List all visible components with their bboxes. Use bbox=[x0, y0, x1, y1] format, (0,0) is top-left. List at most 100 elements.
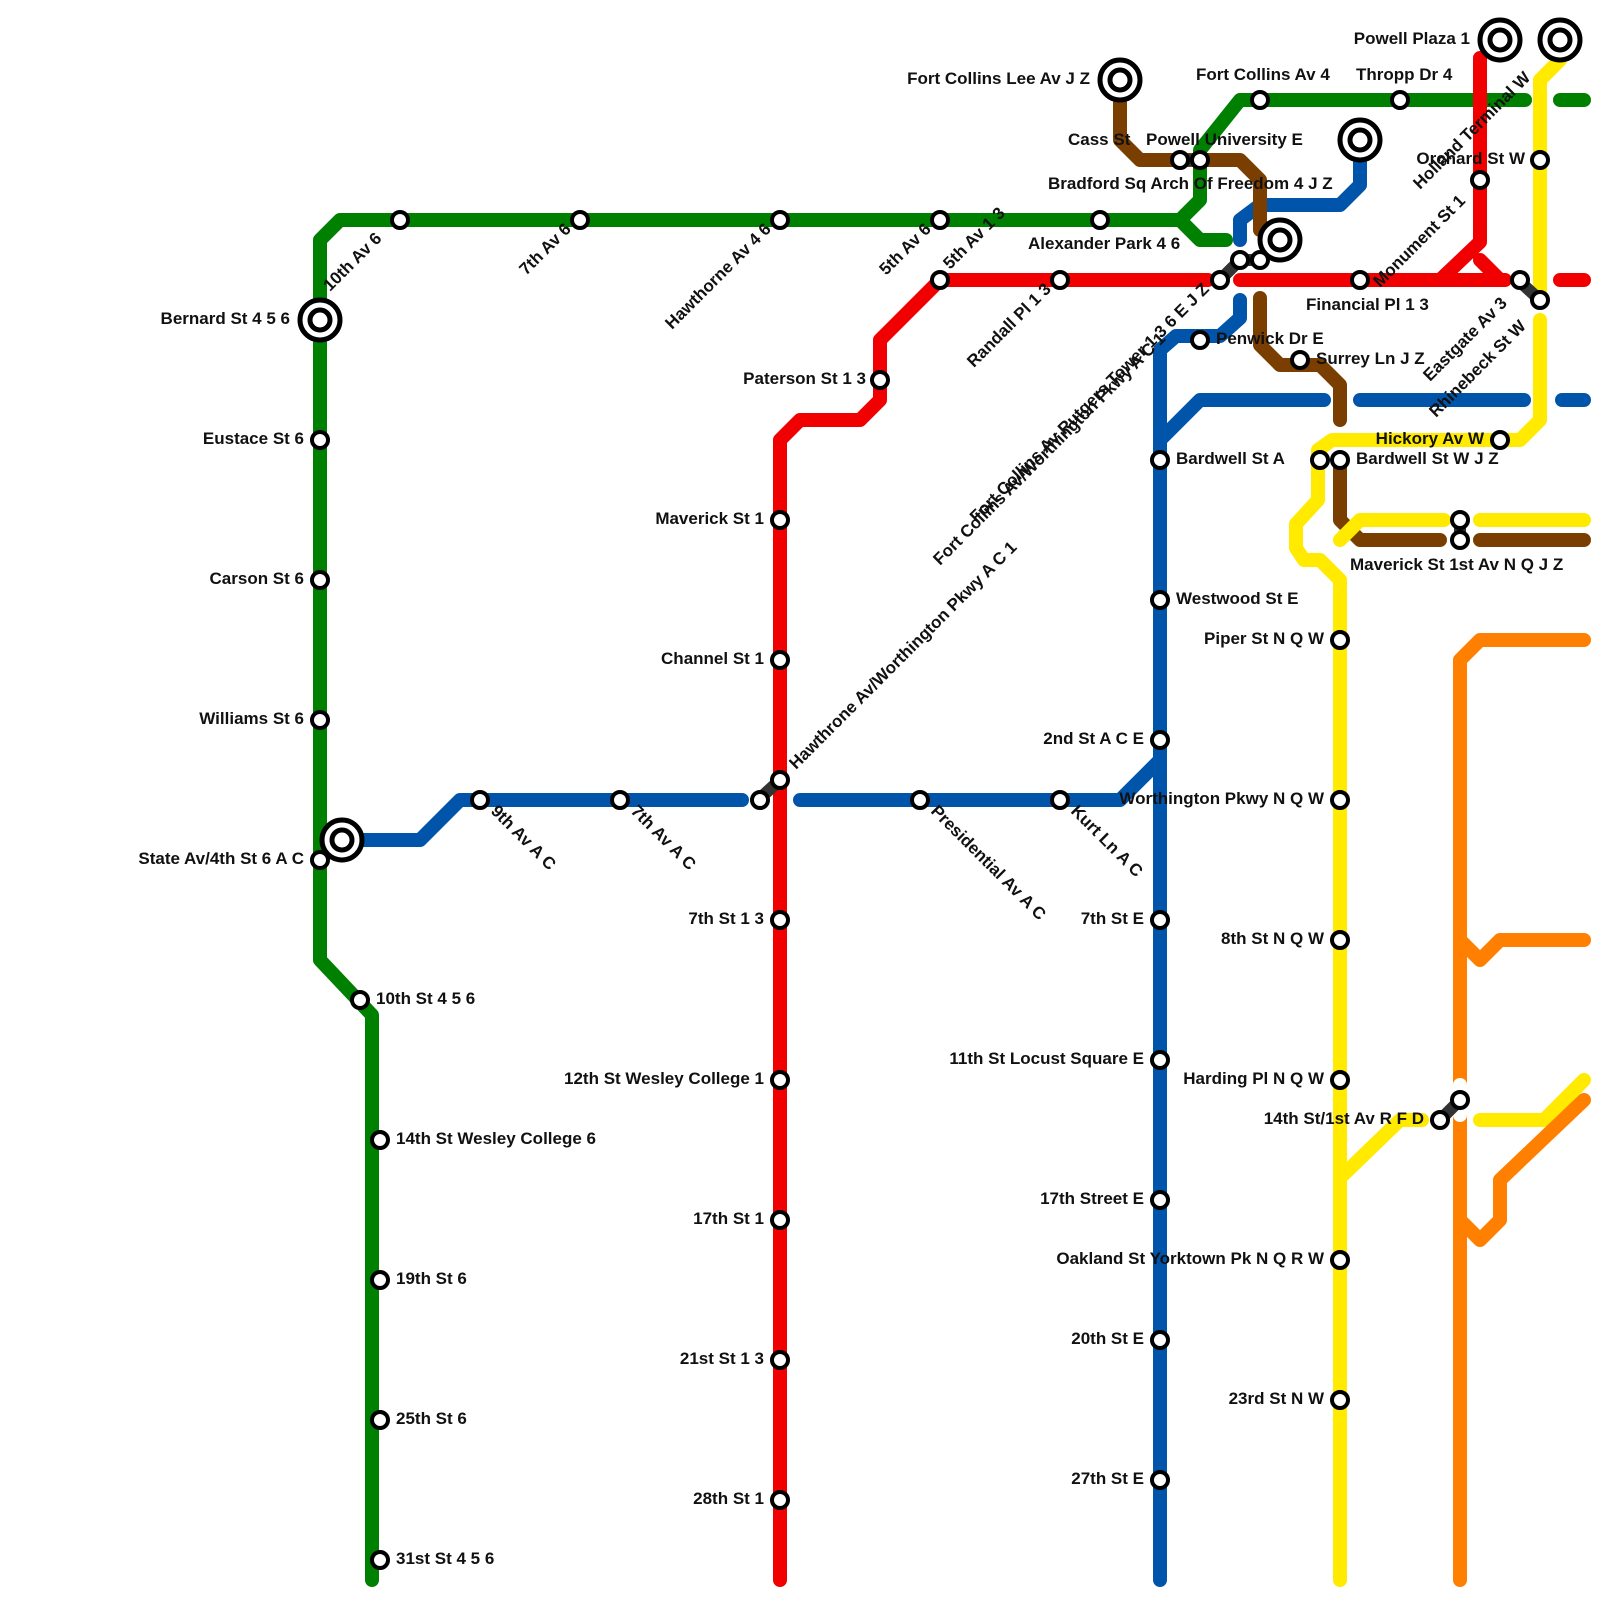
station[interactable] bbox=[930, 270, 950, 290]
station[interactable] bbox=[1150, 1470, 1170, 1490]
station[interactable] bbox=[310, 710, 330, 730]
station[interactable] bbox=[1290, 350, 1310, 370]
station-label: Oakland St Yorktown Pk N Q R W bbox=[1056, 1249, 1325, 1268]
station[interactable] bbox=[1330, 790, 1350, 810]
station[interactable] bbox=[1050, 790, 1070, 810]
station-label: 7th Av A C bbox=[627, 801, 699, 873]
station[interactable] bbox=[1250, 250, 1270, 270]
orange-line-branch-south bbox=[1453, 1093, 1591, 1247]
station[interactable] bbox=[1490, 430, 1510, 450]
terminal-station[interactable] bbox=[1337, 117, 1383, 163]
station-label: Hickory Av W bbox=[1376, 429, 1485, 448]
station[interactable] bbox=[770, 1070, 790, 1090]
station[interactable] bbox=[770, 650, 790, 670]
station-label: State Av/4th St 6 A C bbox=[138, 849, 304, 868]
terminal-station[interactable] bbox=[1257, 217, 1303, 263]
station[interactable] bbox=[1510, 270, 1530, 290]
station[interactable] bbox=[1150, 1190, 1170, 1210]
station-label: Bernard St 4 5 6 bbox=[161, 309, 290, 328]
station[interactable] bbox=[1170, 150, 1190, 170]
station-label: Bardwell St A bbox=[1176, 449, 1285, 468]
station[interactable] bbox=[930, 210, 950, 230]
station-label: 2nd St A C E bbox=[1043, 729, 1144, 748]
station-label: Worthington Pkwy N Q W bbox=[1119, 789, 1325, 808]
terminal-station[interactable] bbox=[297, 297, 343, 343]
station[interactable] bbox=[370, 1550, 390, 1570]
station[interactable] bbox=[1230, 250, 1250, 270]
station[interactable] bbox=[770, 1490, 790, 1510]
station-label: Channel St 1 bbox=[661, 649, 764, 668]
station[interactable] bbox=[1530, 150, 1550, 170]
station[interactable] bbox=[750, 790, 770, 810]
station[interactable] bbox=[1450, 510, 1470, 530]
station[interactable] bbox=[1330, 450, 1350, 470]
station[interactable] bbox=[1150, 590, 1170, 610]
station[interactable] bbox=[1250, 90, 1270, 110]
station[interactable] bbox=[1150, 910, 1170, 930]
station[interactable] bbox=[1430, 1110, 1450, 1130]
station[interactable] bbox=[1210, 270, 1230, 290]
blue-line-north bbox=[1233, 133, 1367, 247]
station[interactable] bbox=[1330, 930, 1350, 950]
station-label: 25th St 6 bbox=[396, 1409, 467, 1428]
station[interactable] bbox=[310, 850, 330, 870]
station-label: Hawthrone Av/Worthington Pkwy A C 1 bbox=[785, 538, 1020, 773]
station[interactable] bbox=[1150, 730, 1170, 750]
station[interactable] bbox=[1330, 1250, 1350, 1270]
station[interactable] bbox=[370, 1130, 390, 1150]
station-label: Fort Collins Av/Worthington Pkwy A C 1 bbox=[929, 329, 1169, 569]
station[interactable] bbox=[1350, 270, 1370, 290]
station[interactable] bbox=[1050, 270, 1070, 290]
station[interactable] bbox=[1470, 170, 1490, 190]
station[interactable] bbox=[1090, 210, 1110, 230]
station[interactable] bbox=[1330, 1390, 1350, 1410]
station[interactable] bbox=[370, 1270, 390, 1290]
station-label: 23rd St N W bbox=[1229, 1389, 1325, 1408]
station[interactable] bbox=[350, 990, 370, 1010]
terminal-station[interactable] bbox=[1477, 17, 1523, 63]
station[interactable] bbox=[570, 210, 590, 230]
station-label: 9th Av A C bbox=[487, 801, 559, 873]
station-label: Bardwell St W J Z bbox=[1356, 449, 1499, 468]
station[interactable] bbox=[1450, 1090, 1470, 1110]
station[interactable] bbox=[1330, 1070, 1350, 1090]
terminal-station[interactable] bbox=[319, 817, 365, 863]
station[interactable] bbox=[310, 570, 330, 590]
station[interactable] bbox=[770, 1210, 790, 1230]
station-label: Orchard St W bbox=[1416, 149, 1526, 168]
station[interactable] bbox=[910, 790, 930, 810]
station-label: Powell University E bbox=[1146, 130, 1303, 149]
station-label: 17th St 1 bbox=[693, 1209, 764, 1228]
terminal-station[interactable] bbox=[1537, 17, 1583, 63]
station[interactable] bbox=[770, 770, 790, 790]
station[interactable] bbox=[1330, 630, 1350, 650]
station-label: Powell Plaza 1 bbox=[1354, 29, 1470, 48]
station-label: 20th St E bbox=[1071, 1329, 1144, 1348]
station[interactable] bbox=[370, 1410, 390, 1430]
station[interactable] bbox=[870, 370, 890, 390]
station[interactable] bbox=[470, 790, 490, 810]
station[interactable] bbox=[390, 210, 410, 230]
station[interactable] bbox=[610, 790, 630, 810]
station-label: Fort Collins Lee Av J Z bbox=[907, 69, 1090, 88]
station-label: 14th St Wesley College 6 bbox=[396, 1129, 596, 1148]
station[interactable] bbox=[1190, 150, 1210, 170]
station[interactable] bbox=[1530, 290, 1550, 310]
station[interactable] bbox=[310, 430, 330, 450]
station[interactable] bbox=[1150, 450, 1170, 470]
station[interactable] bbox=[1150, 1330, 1170, 1350]
station[interactable] bbox=[770, 510, 790, 530]
terminal-station[interactable] bbox=[1097, 57, 1143, 103]
station[interactable] bbox=[1150, 1050, 1170, 1070]
station[interactable] bbox=[770, 910, 790, 930]
station[interactable] bbox=[1190, 330, 1210, 350]
station[interactable] bbox=[1450, 530, 1470, 550]
station[interactable] bbox=[1390, 90, 1410, 110]
station-label: Hawthorne Av 4 6 bbox=[661, 219, 774, 332]
red-line-stub bbox=[1473, 253, 1507, 287]
station[interactable] bbox=[1310, 450, 1330, 470]
station[interactable] bbox=[770, 1350, 790, 1370]
station-label: Maverick St 1st Av N Q J Z bbox=[1350, 555, 1563, 574]
station[interactable] bbox=[770, 210, 790, 230]
